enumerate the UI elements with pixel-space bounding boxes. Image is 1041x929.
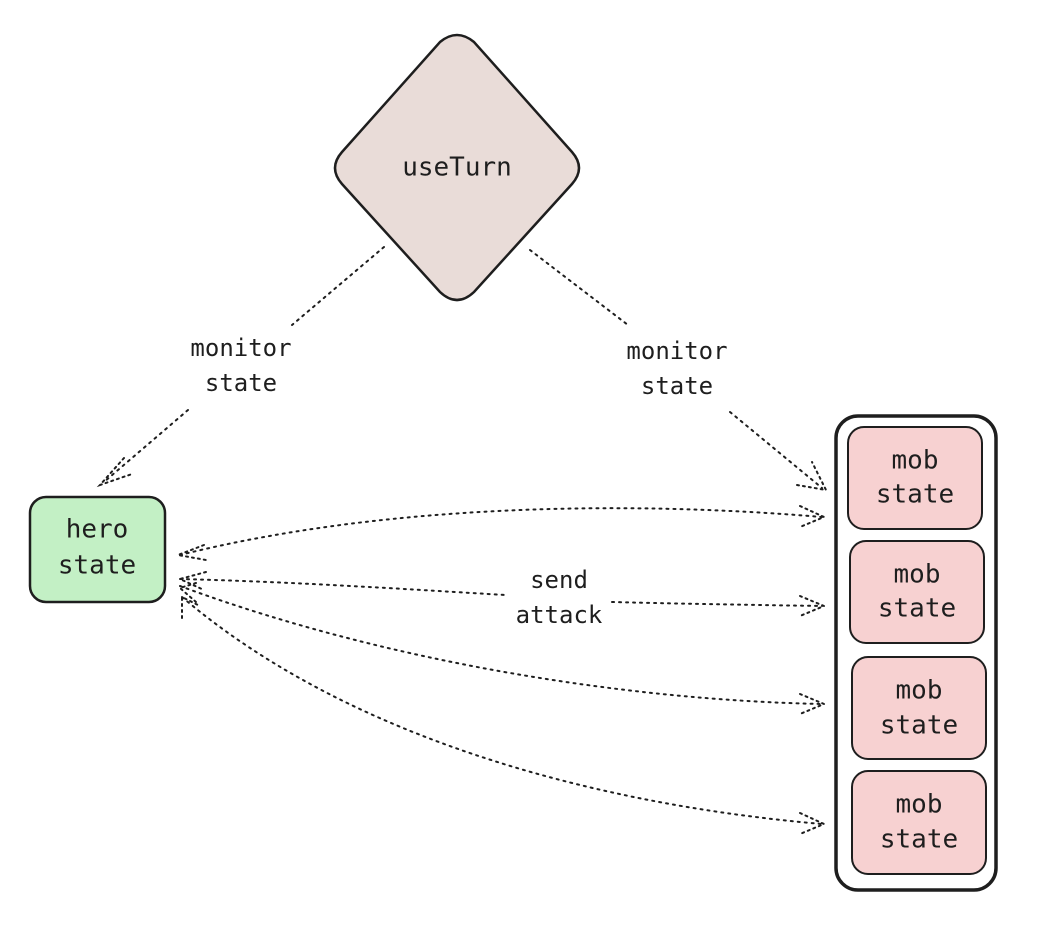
arrowhead-hero-2 xyxy=(177,571,207,591)
edge-monitor-hero xyxy=(103,246,385,483)
use-turn-diamond xyxy=(333,33,581,302)
hero-state-line2: state xyxy=(58,551,136,581)
arrowhead-mobs-monitor xyxy=(796,461,828,492)
mob-state-4-line2: state xyxy=(880,825,958,855)
hero-state-line1: hero xyxy=(66,515,129,545)
mob-state-4-box xyxy=(851,770,987,875)
label-send-attack-line1: send xyxy=(530,566,588,594)
mob-state-1-line1: mob xyxy=(892,446,939,476)
node-mob-state-1[interactable]: mob state xyxy=(847,426,983,530)
label-monitor-left-line1: monitor xyxy=(190,334,291,362)
mob-state-1-line2: state xyxy=(876,480,954,510)
use-turn-label: useTurn xyxy=(402,153,512,183)
mob-state-3-box xyxy=(851,656,987,760)
node-mob-state-3[interactable]: mob state xyxy=(851,656,987,760)
mob-state-2-line2: state xyxy=(878,594,956,624)
arrowhead-hero-3 xyxy=(177,582,197,603)
label-monitor-left-line2: state xyxy=(205,369,277,397)
node-mob-state-2[interactable]: mob state xyxy=(849,540,985,644)
arrowhead-hero-monitor xyxy=(96,457,133,488)
label-monitor-left: monitor state xyxy=(190,334,291,397)
label-send-attack-line2: attack xyxy=(516,601,603,629)
label-monitor-right-line1: monitor xyxy=(626,337,727,365)
arrowhead-mob-4 xyxy=(799,812,827,835)
arrowhead-mob-2 xyxy=(799,595,827,617)
arrowhead-mob-3 xyxy=(799,693,827,715)
arrowhead-mob-1 xyxy=(799,505,827,528)
node-hero-state[interactable]: hero state xyxy=(28,495,167,604)
edge-hero-mob-1 xyxy=(179,507,823,556)
edge-hero-mob-4 xyxy=(181,596,823,825)
edge-monitor-mobs xyxy=(529,249,823,489)
hero-state-box xyxy=(28,495,167,604)
label-send-attack: send attack xyxy=(516,566,603,629)
edge-hero-mob-2 xyxy=(179,578,823,607)
edge-hero-mob-3 xyxy=(179,585,823,705)
node-use-turn[interactable]: useTurn xyxy=(333,33,581,302)
mob-state-1-box xyxy=(847,426,983,530)
arrowhead-hero-1 xyxy=(174,544,207,561)
mob-state-3-line2: state xyxy=(880,711,958,741)
arrowhead-hero-4 xyxy=(181,595,201,619)
mob-state-4-line1: mob xyxy=(896,790,943,820)
label-monitor-right: monitor state xyxy=(626,337,727,400)
node-mob-state-4[interactable]: mob state xyxy=(851,770,987,875)
label-monitor-right-line2: state xyxy=(641,372,713,400)
mob-state-2-line1: mob xyxy=(894,560,941,590)
mob-state-2-box xyxy=(849,540,985,644)
mob-state-3-line1: mob xyxy=(896,676,943,706)
mob-group: mob state mob state mob state mob state xyxy=(834,414,998,892)
